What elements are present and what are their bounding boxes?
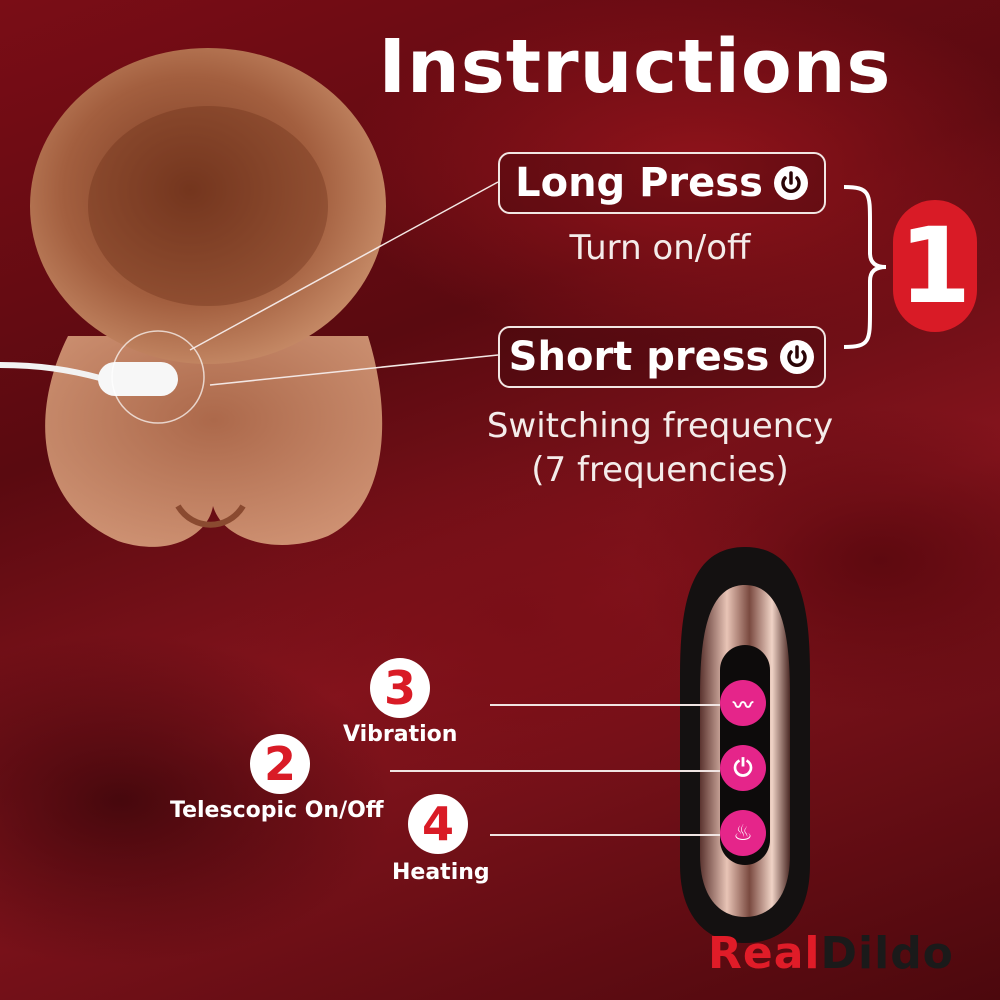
flame-icon: ♨ <box>733 820 753 846</box>
short-press-label: Short press <box>498 326 826 388</box>
long-press-text: Long Press <box>515 160 763 206</box>
remote-button-heating[interactable]: ♨ <box>720 810 766 856</box>
long-press-description: Turn on/off <box>569 228 751 268</box>
long-press-label: Long Press <box>498 152 826 214</box>
page-title: Instructions <box>378 24 892 110</box>
remote-button-power[interactable]: ⏻ <box>720 745 766 791</box>
brand-part2: Dildo <box>820 928 954 979</box>
vibration-label: Vibration <box>343 722 458 747</box>
power-icon <box>773 165 809 201</box>
short-press-text: Short press <box>508 334 770 380</box>
vibration-callout-line <box>490 704 720 706</box>
badge-2: 2 <box>250 734 310 794</box>
badge-3: 3 <box>370 658 430 718</box>
step-one-badge: 1 <box>893 200 977 332</box>
power-icon <box>779 339 815 375</box>
short-press-description-line1: Switching frequency <box>486 406 834 446</box>
vibration-icon: 〰 <box>733 692 753 717</box>
charging-cable <box>0 330 205 424</box>
badge-4: 4 <box>408 794 468 854</box>
telescopic-callout-line <box>390 770 720 772</box>
remote-button-vibration[interactable]: 〰 <box>720 680 766 726</box>
bracket-icon <box>843 185 887 349</box>
brand-logo: RealDildo <box>708 928 954 979</box>
brand-part1: Real <box>708 928 821 979</box>
heating-callout-line <box>490 834 720 836</box>
power-icon: ⏻ <box>733 754 753 782</box>
telescopic-label: Telescopic On/Off <box>170 798 384 823</box>
short-press-description-line2: (7 frequencies) <box>531 450 789 490</box>
heating-label: Heating <box>392 860 490 885</box>
